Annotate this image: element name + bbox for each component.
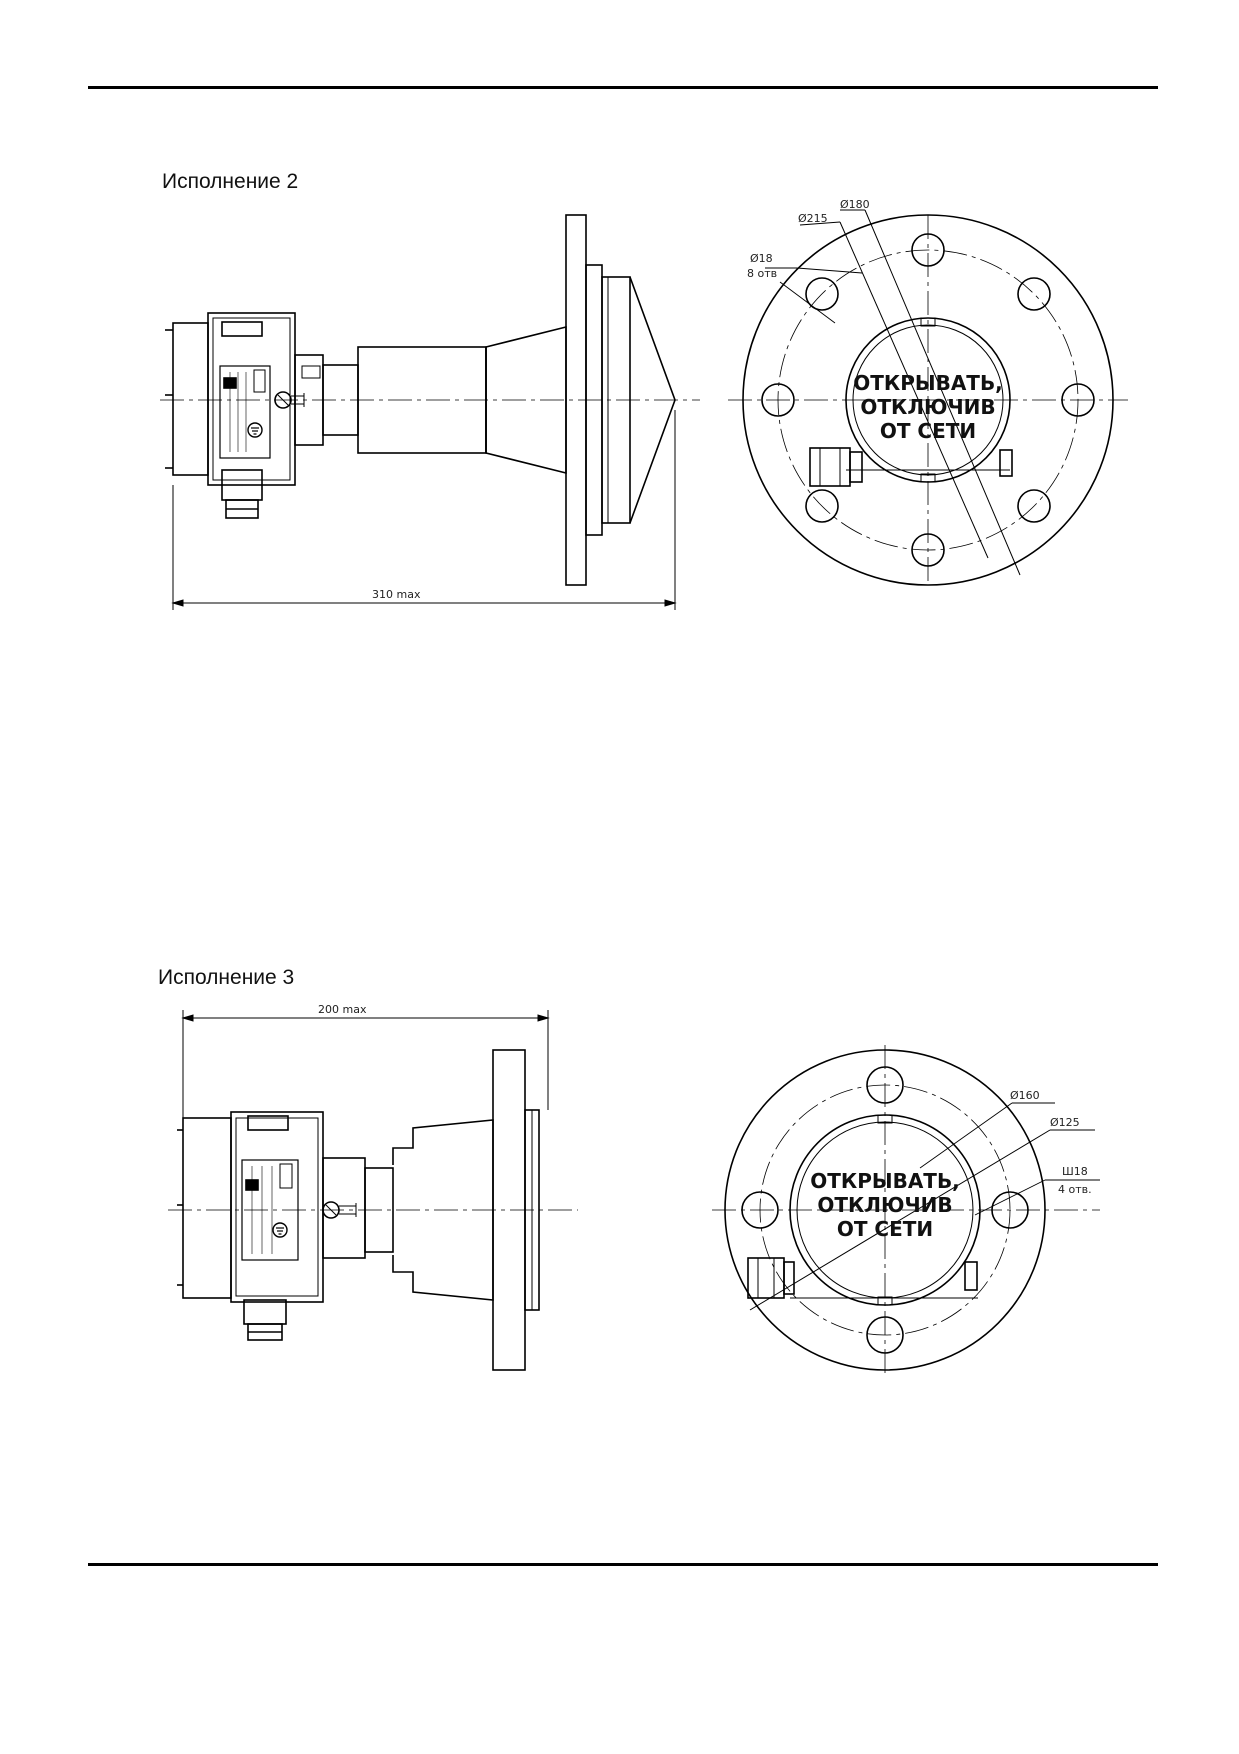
- dim-hole-count-4: 4 отв.: [1058, 1183, 1092, 1196]
- warning-line: ОТ СЕТИ: [880, 419, 976, 443]
- bottom-rule: [88, 1563, 1158, 1566]
- warning-line: ОТКРЫВАТЬ,: [853, 371, 1003, 395]
- side-view-2: [160, 214, 700, 586]
- front-view-2: [728, 209, 1128, 586]
- dim-hole-count-8: 8 отв: [747, 267, 777, 280]
- warning-line: ОТКРЫВАТЬ,: [810, 1169, 960, 1193]
- dim-d180: Ø180: [840, 198, 870, 211]
- section-title-2: Исполнение 2: [162, 170, 299, 193]
- dim-310-label: 310 max: [372, 588, 421, 601]
- warning-text-3: ОТКРЫВАТЬ, ОТКЛЮЧИВ ОТ СЕТИ: [810, 1169, 960, 1241]
- dim-d215: Ø215: [798, 212, 828, 225]
- warning-line: ОТ СЕТИ: [837, 1217, 933, 1241]
- side-view-3: [168, 1049, 578, 1371]
- dimension-200: [181, 1010, 550, 1118]
- dimension-310: [171, 410, 677, 610]
- dim-d160: Ø160: [1010, 1089, 1040, 1102]
- warning-text-2: ОТКРЫВАТЬ, ОТКЛЮЧИВ ОТ СЕТИ: [853, 371, 1003, 443]
- section-title-3: Исполнение 3: [158, 966, 295, 989]
- dim-d125: Ø125: [1050, 1116, 1080, 1129]
- top-rule: [88, 86, 1158, 89]
- front-view-3: [712, 1045, 1100, 1375]
- dim-200-label: 200 max: [318, 1003, 367, 1016]
- warning-line: ОТКЛЮЧИВ: [860, 395, 995, 419]
- warning-line: ОТКЛЮЧИВ: [817, 1193, 952, 1217]
- dim-hole-sh18: Ш18: [1062, 1165, 1088, 1178]
- dim-hole-d18: Ø18: [750, 252, 773, 265]
